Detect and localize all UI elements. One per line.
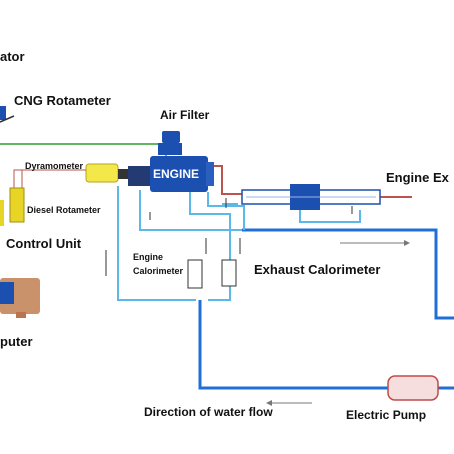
control-unit-label: Control Unit (6, 236, 82, 251)
air-filter-device (162, 131, 180, 143)
diesel-rotameter-label: Diesel Rotameter (27, 205, 101, 215)
flow-arrow-upper-head (404, 240, 410, 246)
engine-calorimeter-vessel (187, 259, 203, 289)
engine-exhaust-label: Engine Ex (386, 170, 449, 185)
exhaust-calorimeter-label: Exhaust Calorimeter (254, 262, 381, 277)
electric-pump-body (387, 375, 439, 401)
cooling-pipe-6 (299, 210, 361, 223)
cooling-pipe-2 (139, 190, 242, 231)
cng-rotameter-label: CNG Rotameter (14, 93, 111, 108)
flow-arrow-lower-head (266, 400, 272, 406)
engine-calorimeter-label-line2: Calorimeter (133, 266, 184, 276)
cng-rotameter-pipe (0, 115, 15, 123)
water-pipe-return (198, 300, 388, 390)
engine-calorimeter-label-line1: Engine (133, 252, 164, 262)
engine-coupling (128, 166, 150, 186)
dynamometer-label: Dyramometer (25, 161, 84, 171)
exhaust-pipe (214, 165, 242, 195)
ator-label: ator (0, 49, 25, 64)
electric-pump-label: Electric Pump (346, 408, 427, 422)
air-filter-base (158, 143, 182, 155)
dynamometer-wiring (13, 169, 86, 200)
computer-stand (16, 312, 26, 318)
cng-rotameter-device (0, 106, 6, 120)
exhaust-calorimeter-vessel (221, 259, 237, 287)
cooling-pipe-1 (117, 186, 196, 301)
cooling-pipe-3 (189, 192, 231, 301)
water-pipe-main (242, 228, 454, 320)
direction-of-water-flow-label: Direction of water flow (144, 405, 273, 419)
air-filter-label: Air Filter (160, 108, 210, 122)
engine-block (150, 156, 208, 192)
dynamometer-device (85, 163, 119, 183)
computer-label: puter (0, 334, 33, 349)
control-unit-device (9, 187, 25, 223)
engine-side (206, 162, 214, 186)
control-unit-edge (0, 200, 4, 226)
cooling-pipe-4 (207, 192, 245, 230)
computer-screen (0, 282, 14, 304)
dynamometer-shaft (118, 169, 128, 179)
engine-label: ENGINE (153, 167, 200, 181)
